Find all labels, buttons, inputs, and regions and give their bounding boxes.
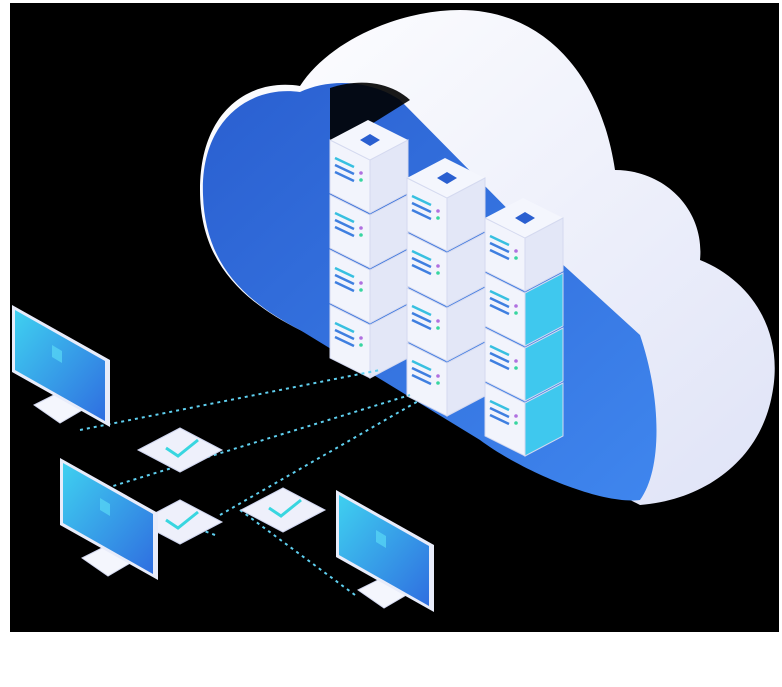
server-status-stripe — [334, 328, 355, 341]
checkmark-icon — [268, 498, 302, 518]
server-status-stripe — [489, 289, 510, 302]
server-led-icon — [436, 319, 440, 323]
server-status-stripe — [411, 249, 432, 262]
server-status-stripe — [411, 208, 432, 221]
server-led-icon — [436, 216, 440, 220]
server-led-icon — [514, 249, 518, 253]
server-led-icon — [514, 421, 518, 425]
server-led-icon — [436, 381, 440, 385]
server-top-chip-icon — [515, 212, 535, 224]
server-status-stripe — [489, 351, 510, 364]
server-led-icon — [359, 178, 363, 182]
server-status-stripe — [411, 359, 432, 372]
screen-cube-icon — [100, 498, 110, 516]
server-led-icon — [436, 374, 440, 378]
message-card-body — [239, 487, 327, 533]
server-status-stripe — [489, 399, 510, 412]
server-top-chip-icon — [437, 172, 457, 184]
server-top-chip-icon — [360, 134, 380, 146]
server-status-stripe — [334, 156, 355, 169]
server-status-stripe — [334, 280, 355, 293]
server-status-stripe — [489, 303, 510, 316]
checkmark-icon — [165, 510, 199, 530]
server-status-stripe — [411, 311, 432, 324]
server-led-icon — [436, 271, 440, 275]
server-status-stripe — [411, 366, 432, 379]
page-bottom-area — [0, 632, 782, 687]
screen-cube-icon — [52, 345, 62, 363]
server-status-stripe — [411, 194, 432, 207]
server-led-icon — [514, 366, 518, 370]
monitors — [12, 305, 434, 612]
server-unit-side — [524, 217, 564, 292]
server-led-icon — [514, 256, 518, 260]
server-led-icon — [359, 233, 363, 237]
server-led-icon — [514, 414, 518, 418]
server-status-stripe — [334, 163, 355, 176]
message-card-body — [136, 499, 224, 545]
server-column — [484, 198, 564, 457]
server-led-icon — [359, 336, 363, 340]
server-racks — [329, 120, 564, 457]
network-link — [79, 369, 381, 431]
server-status-stripe — [334, 211, 355, 224]
server-status-stripe — [334, 225, 355, 238]
server-status-stripe — [334, 321, 355, 334]
monitor — [60, 458, 158, 580]
server-status-stripe — [411, 304, 432, 317]
message-card-body — [136, 427, 224, 473]
server-status-stripe — [334, 170, 355, 183]
server-status-stripe — [411, 256, 432, 269]
server-unit-side — [524, 382, 564, 457]
monitor — [336, 490, 434, 612]
server-status-stripe — [489, 296, 510, 309]
message-cards — [136, 427, 327, 545]
server-status-stripe — [489, 344, 510, 357]
server-status-stripe — [489, 413, 510, 426]
server-led-icon — [514, 304, 518, 308]
monitor-screen — [63, 463, 153, 574]
network-link — [239, 509, 356, 596]
server-status-stripe — [489, 406, 510, 419]
server-status-stripe — [334, 335, 355, 348]
server-status-stripe — [334, 273, 355, 286]
server-column — [329, 120, 409, 379]
server-led-icon — [359, 288, 363, 292]
server-status-stripe — [411, 373, 432, 386]
network-link — [99, 394, 411, 491]
server-status-stripe — [411, 201, 432, 214]
server-led-icon — [359, 281, 363, 285]
message-card — [136, 427, 224, 473]
server-led-icon — [359, 171, 363, 175]
monitor — [12, 305, 110, 427]
server-column — [406, 158, 486, 417]
server-unit-side — [524, 327, 564, 402]
server-led-icon — [436, 326, 440, 330]
server-led-icon — [359, 226, 363, 230]
monitor-screen — [339, 495, 429, 606]
server-status-stripe — [411, 263, 432, 276]
server-unit-side — [524, 272, 564, 347]
server-status-stripe — [489, 241, 510, 254]
server-status-stripe — [334, 266, 355, 279]
server-led-icon — [436, 209, 440, 213]
message-card — [239, 487, 327, 533]
server-status-stripe — [489, 234, 510, 247]
server-led-icon — [359, 343, 363, 347]
monitor-screen — [15, 310, 105, 421]
server-led-icon — [514, 359, 518, 363]
server-led-icon — [436, 264, 440, 268]
server-status-stripe — [334, 218, 355, 231]
screen-cube-icon — [376, 530, 386, 548]
message-card — [136, 499, 224, 545]
server-status-stripe — [411, 318, 432, 331]
server-led-icon — [514, 311, 518, 315]
server-status-stripe — [489, 248, 510, 261]
checkmark-icon — [165, 438, 199, 458]
server-status-stripe — [489, 358, 510, 371]
